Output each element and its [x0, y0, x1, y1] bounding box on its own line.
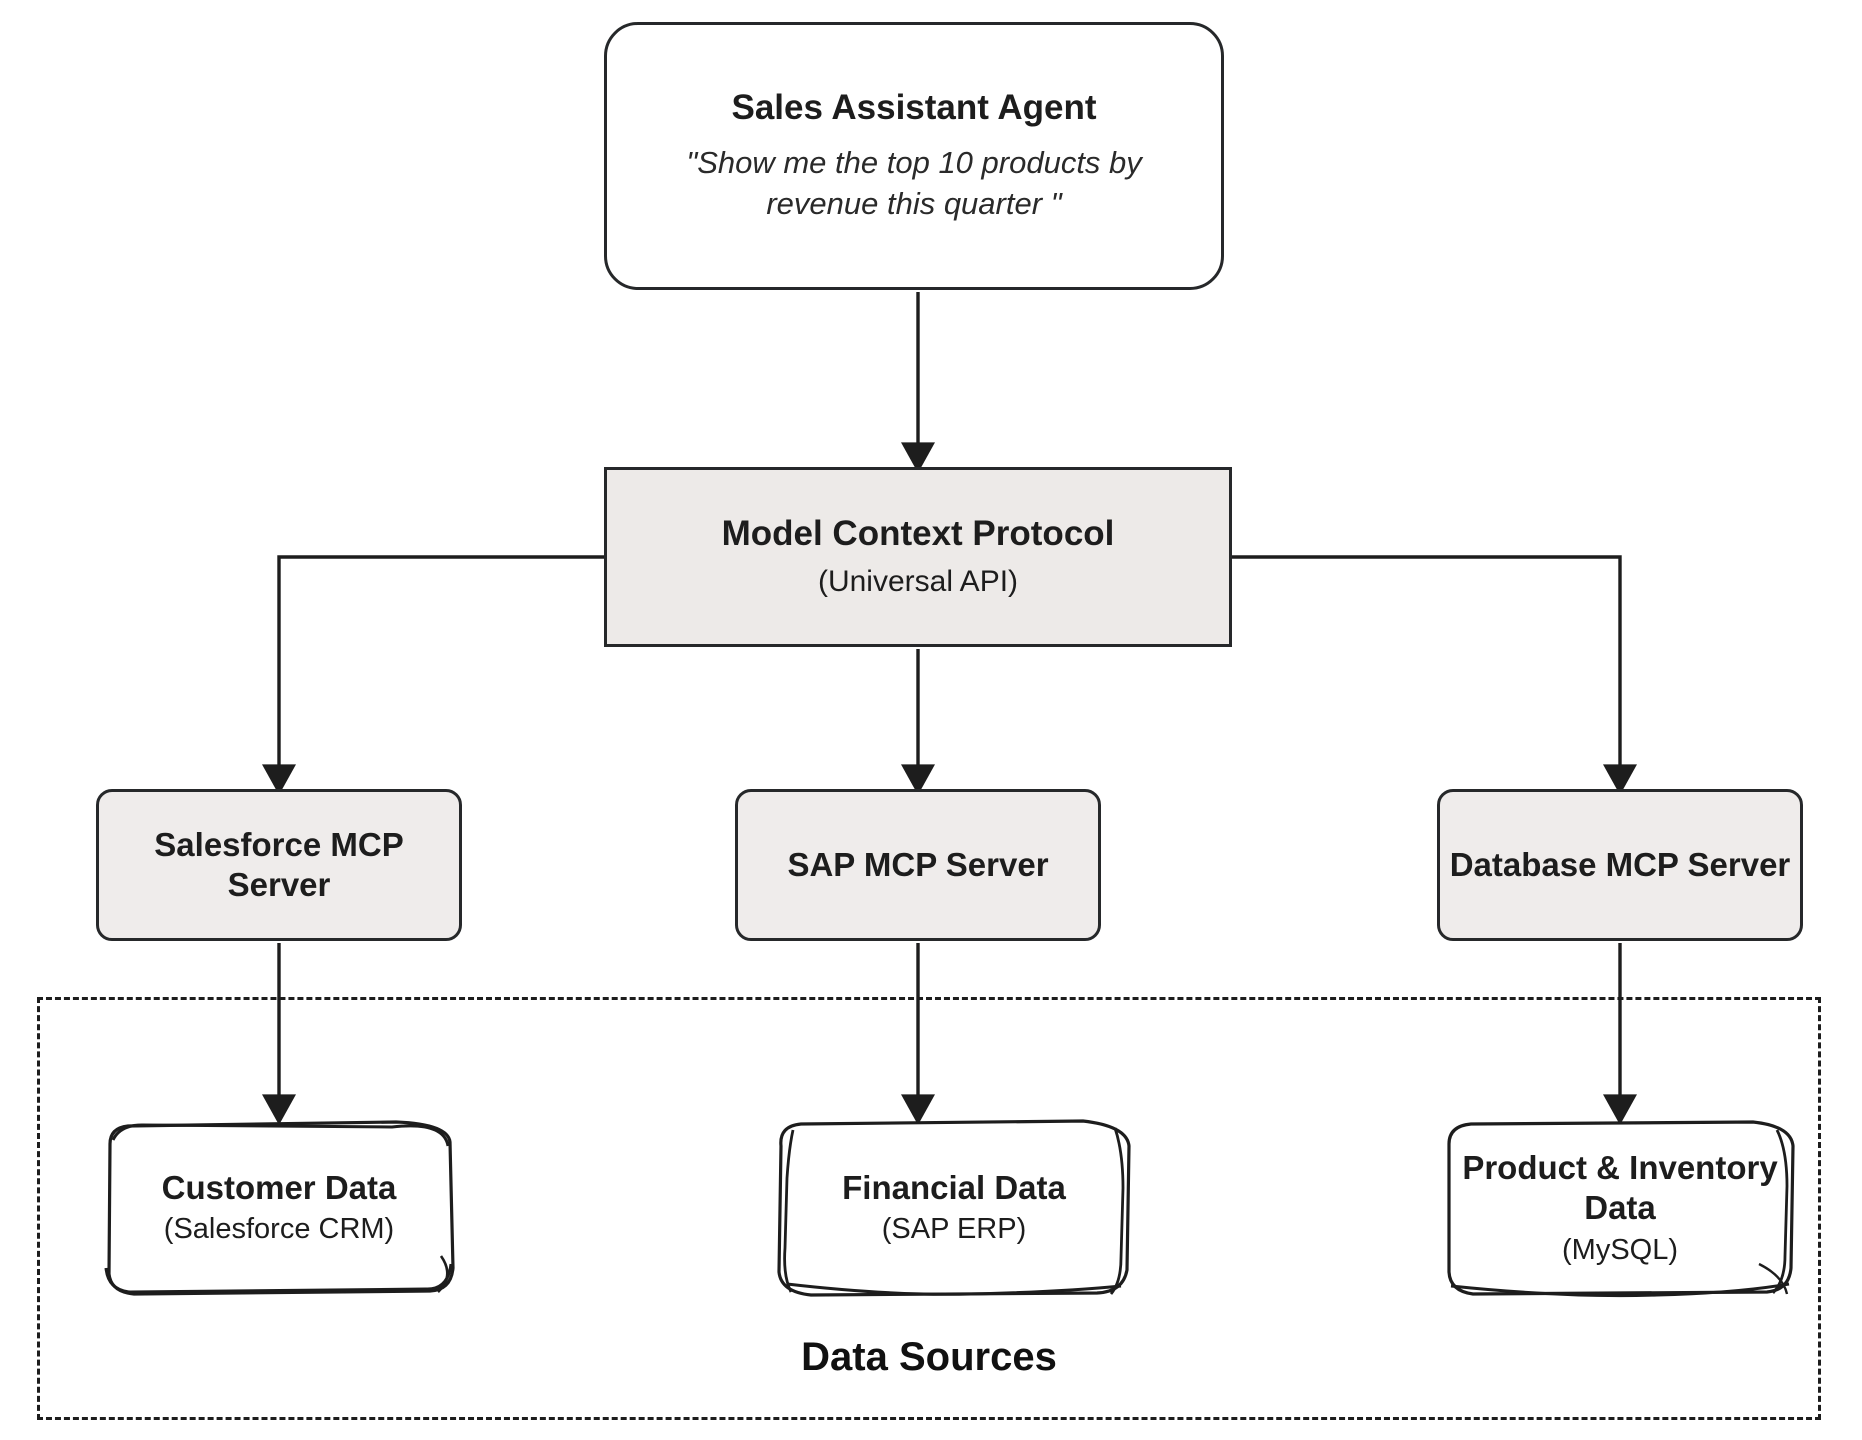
store-text: Product & Inventory Data (MySQL) — [1437, 1148, 1803, 1268]
node-salesforce-mcp-server[interactable]: Salesforce MCP Server — [96, 789, 462, 941]
sketch-border — [777, 1119, 1131, 1297]
store-text: Financial Data (SAP ERP) — [771, 1168, 1137, 1248]
store-title: Customer Data — [161, 1169, 397, 1207]
node-financial-data[interactable]: Financial Data (SAP ERP) — [771, 1118, 1137, 1298]
agent-title: Sales Assistant Agent — [731, 88, 1097, 128]
server-label: SAP MCP Server — [787, 845, 1049, 883]
node-model-context-protocol[interactable]: Model Context Protocol (Universal API) — [604, 467, 1232, 647]
store-title: Financial Data — [842, 1169, 1066, 1207]
protocol-title: Model Context Protocol — [721, 514, 1115, 554]
store-title: Product & Inventory Data — [1462, 1149, 1778, 1227]
server-label: Salesforce MCP Server — [154, 825, 404, 903]
store-subtitle: (SAP ERP) — [881, 1213, 1027, 1246]
data-sources-group-boundary — [37, 997, 1821, 1420]
agent-quote: "Show me the top 10 products by revenue … — [686, 145, 1142, 222]
connector-protocol-to-salesforce — [262, 555, 604, 795]
store-subtitle: (MySQL) — [1562, 1233, 1678, 1266]
data-sources-group-label: Data Sources — [801, 1335, 1057, 1379]
node-customer-data[interactable]: Customer Data (Salesforce CRM) — [96, 1118, 462, 1298]
sketch-border — [1447, 1120, 1795, 1298]
store-text: Customer Data (Salesforce CRM) — [96, 1168, 462, 1248]
protocol-subtitle: (Universal API) — [817, 565, 1019, 599]
store-subtitle: (Salesforce CRM) — [163, 1213, 395, 1246]
sketch-border — [104, 1120, 455, 1296]
server-label: Database MCP Server — [1449, 845, 1791, 883]
node-product-inventory-data[interactable]: Product & Inventory Data (MySQL) — [1437, 1118, 1803, 1298]
connector-protocol-to-database — [1232, 555, 1637, 795]
node-sap-mcp-server[interactable]: SAP MCP Server — [735, 789, 1101, 941]
node-database-mcp-server[interactable]: Database MCP Server — [1437, 789, 1803, 941]
node-sales-assistant-agent[interactable]: Sales Assistant Agent "Show me the top 1… — [604, 22, 1224, 290]
